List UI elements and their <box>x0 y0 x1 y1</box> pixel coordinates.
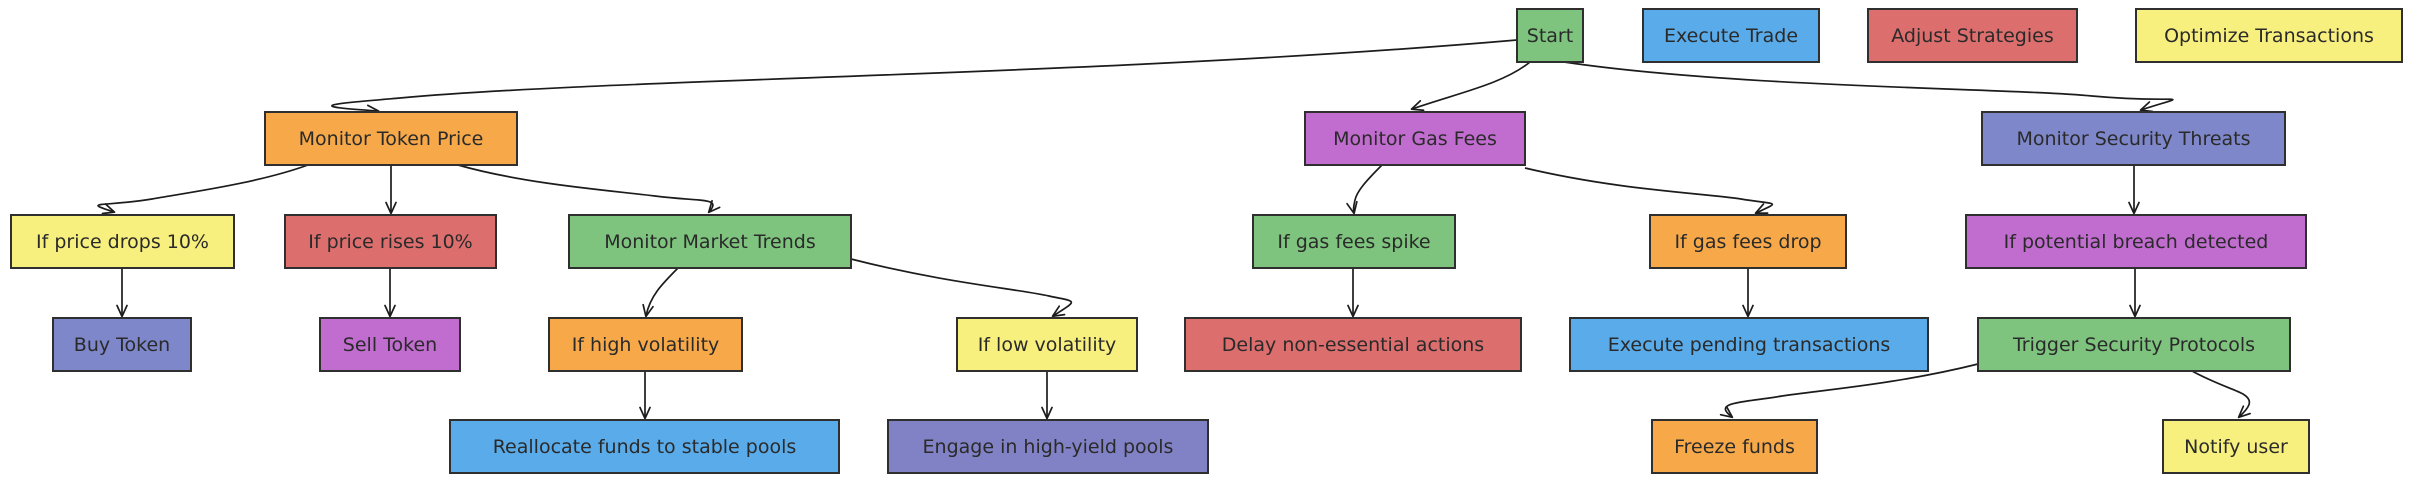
monitor-gas-fees-box <box>1304 111 1526 166</box>
if-price-drops-label: If price drops 10% <box>36 231 209 253</box>
edge-trigger-security-protocols-to-notify-user <box>2191 370 2251 419</box>
edge-monitor-token-price-to-monitor-market-trends <box>457 164 721 214</box>
engage-in-high-yield-pools-box <box>887 419 1209 474</box>
node-monitor-token-price: Monitor Token Price <box>264 111 518 166</box>
if-potential-breach-detected-label: If potential breach detected <box>2004 231 2269 253</box>
node-if-price-drops: If price drops 10% <box>10 214 235 269</box>
reallocate-funds-to-stable-pools-box <box>449 419 840 474</box>
reallocate-funds-to-stable-pools-label: Reallocate funds to stable pools <box>493 436 797 458</box>
if-high-volatility-label: If high volatility <box>572 334 720 356</box>
node-freeze-funds: Freeze funds <box>1651 419 1818 474</box>
node-if-gas-fees-spike: If gas fees spike <box>1252 214 1456 269</box>
node-engage-in-high-yield-pools: Engage in high-yield pools <box>887 419 1209 474</box>
adjust-strategies-label: Adjust Strategies <box>1891 25 2053 47</box>
edge-start-to-monitor-gas-fees <box>1410 61 1531 112</box>
if-price-rises-label: If price rises 10% <box>308 231 473 253</box>
monitor-token-price-box <box>264 111 518 166</box>
node-start: Start <box>1516 8 1584 63</box>
edge-monitor-gas-fees-to-if-gas-fees-spike <box>1346 164 1383 215</box>
execute-pending-transactions-label: Execute pending transactions <box>1608 334 1891 356</box>
node-execute-trade: Execute Trade <box>1642 8 1820 63</box>
notify-user-label: Notify user <box>2184 436 2288 458</box>
if-gas-fees-drop-box <box>1649 214 1847 269</box>
optimize-transactions-label: Optimize Transactions <box>2164 25 2374 47</box>
buy-token-label: Buy Token <box>74 334 170 356</box>
edge-monitor-market-trends-to-if-low-volatility <box>850 258 1073 318</box>
if-gas-fees-spike-label: If gas fees spike <box>1277 231 1430 253</box>
adjust-strategies-box <box>1867 8 2078 63</box>
monitor-token-price-label: Monitor Token Price <box>299 128 484 150</box>
node-if-low-volatility: If low volatility <box>956 317 1138 372</box>
if-gas-fees-drop-label: If gas fees drop <box>1674 231 1821 253</box>
edges-layer <box>97 39 2251 420</box>
edge-monitor-gas-fees-to-if-gas-fees-drop <box>1524 167 1774 215</box>
node-execute-pending-transactions: Execute pending transactions <box>1569 317 1929 372</box>
if-low-volatility-box <box>956 317 1138 372</box>
nodes-layer: Start Execute Trade Adjust Strategies Optim… <box>10 8 2403 474</box>
edge-start-to-monitor-token-price <box>331 39 1518 117</box>
sell-token-box <box>319 317 461 372</box>
if-high-volatility-box <box>548 317 743 372</box>
execute-trade-box <box>1642 8 1820 63</box>
freeze-funds-label: Freeze funds <box>1674 436 1795 458</box>
if-gas-fees-spike-box <box>1252 214 1456 269</box>
node-optimize-transactions: Optimize Transactions <box>2135 8 2403 63</box>
node-buy-token: Buy Token <box>52 317 192 372</box>
execute-pending-transactions-box <box>1569 317 1929 372</box>
notify-user-box <box>2162 419 2310 474</box>
monitor-security-threats-box <box>1981 111 2286 166</box>
node-if-price-rises: If price rises 10% <box>284 214 497 269</box>
if-potential-breach-detected-box <box>1965 214 2307 269</box>
sell-token-label: Sell Token <box>343 334 437 356</box>
monitor-market-trends-label: Monitor Market Trends <box>604 231 816 253</box>
trigger-security-protocols-label: Trigger Security Protocols <box>2012 334 2255 356</box>
node-reallocate-funds-to-stable-pools: Reallocate funds to stable pools <box>449 419 840 474</box>
node-adjust-strategies: Adjust Strategies <box>1867 8 2078 63</box>
start-label: Start <box>1527 25 1573 47</box>
execute-trade-label: Execute Trade <box>1664 25 1798 47</box>
node-if-high-volatility: If high volatility <box>548 317 743 372</box>
node-trigger-security-protocols: Trigger Security Protocols <box>1977 317 2291 372</box>
trigger-security-protocols-box <box>1977 317 2291 372</box>
edge-monitor-market-trends-to-if-high-volatility <box>642 267 679 318</box>
freeze-funds-box <box>1651 419 1818 474</box>
if-low-volatility-label: If low volatility <box>978 334 1117 356</box>
if-price-rises-box <box>284 214 497 269</box>
node-monitor-gas-fees: Monitor Gas Fees <box>1304 111 1526 166</box>
delay-non-essential-actions-box <box>1184 317 1522 372</box>
node-if-gas-fees-drop: If gas fees drop <box>1649 214 1847 269</box>
edge-monitor-token-price-to-if-price-drops <box>97 164 309 215</box>
edge-start-to-monitor-security-threats <box>1563 61 2174 113</box>
node-notify-user: Notify user <box>2162 419 2310 474</box>
node-if-potential-breach-detected: If potential breach detected <box>1965 214 2307 269</box>
buy-token-box <box>52 317 192 372</box>
if-price-drops-box <box>10 214 235 269</box>
monitor-market-trends-box <box>568 214 852 269</box>
node-delay-non-essential-actions: Delay non-essential actions <box>1184 317 1522 372</box>
start-box <box>1516 8 1584 63</box>
node-sell-token: Sell Token <box>319 317 461 372</box>
monitor-security-threats-label: Monitor Security Threats <box>2016 128 2250 150</box>
node-monitor-security-threats: Monitor Security Threats <box>1981 111 2286 166</box>
optimize-transactions-box <box>2135 8 2403 63</box>
node-monitor-market-trends: Monitor Market Trends <box>568 214 852 269</box>
engage-in-high-yield-pools-label: Engage in high-yield pools <box>923 436 1174 458</box>
monitor-gas-fees-label: Monitor Gas Fees <box>1333 128 1497 150</box>
edge-trigger-security-protocols-to-freeze-funds <box>1719 363 1979 419</box>
delay-non-essential-actions-label: Delay non-essential actions <box>1222 334 1484 356</box>
